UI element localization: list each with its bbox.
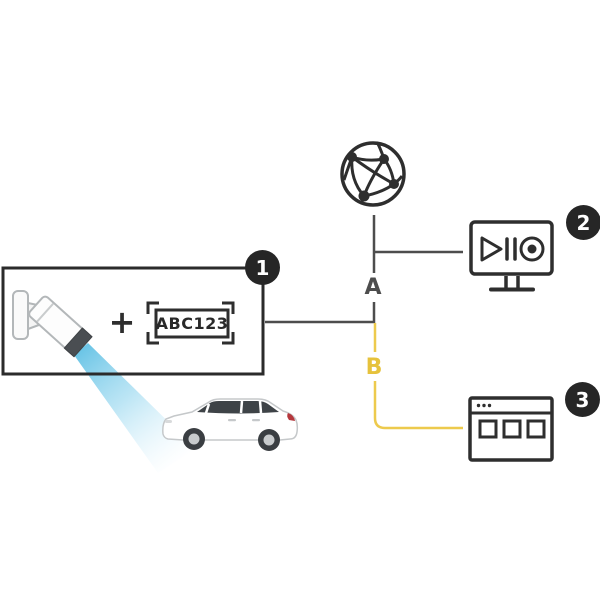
connection-lines-gray [265,215,463,324]
browser-dots [476,403,492,408]
step-badge-1: 1 [245,250,280,285]
camera-icon [12,290,93,358]
monitor-stand [489,276,535,292]
camera-beam [74,343,196,473]
step-badge-3: 3 [565,382,600,417]
network-globe-icon [340,141,406,207]
pause-icon [505,237,517,261]
license-plate-text: ABC123 [155,314,229,333]
connection-label-b: B [359,353,389,381]
play-icon [480,236,503,262]
web-browser-icon [468,396,554,462]
license-plate-icon [146,301,235,345]
connection-label-a: A [358,273,388,301]
detection-box-outline [1,266,265,376]
step-badge-2: 2 [566,205,600,240]
video-monitor-icon [469,220,554,292]
car-windows [197,401,279,414]
car-icon [162,398,299,451]
record-icon [519,236,545,262]
car-pillars [204,400,263,414]
plus-sign: + [108,303,136,341]
car-tail-light [287,413,295,421]
connection-line-yellow [373,323,463,430]
car-wheels [183,428,280,451]
browser-tiles [478,419,546,439]
